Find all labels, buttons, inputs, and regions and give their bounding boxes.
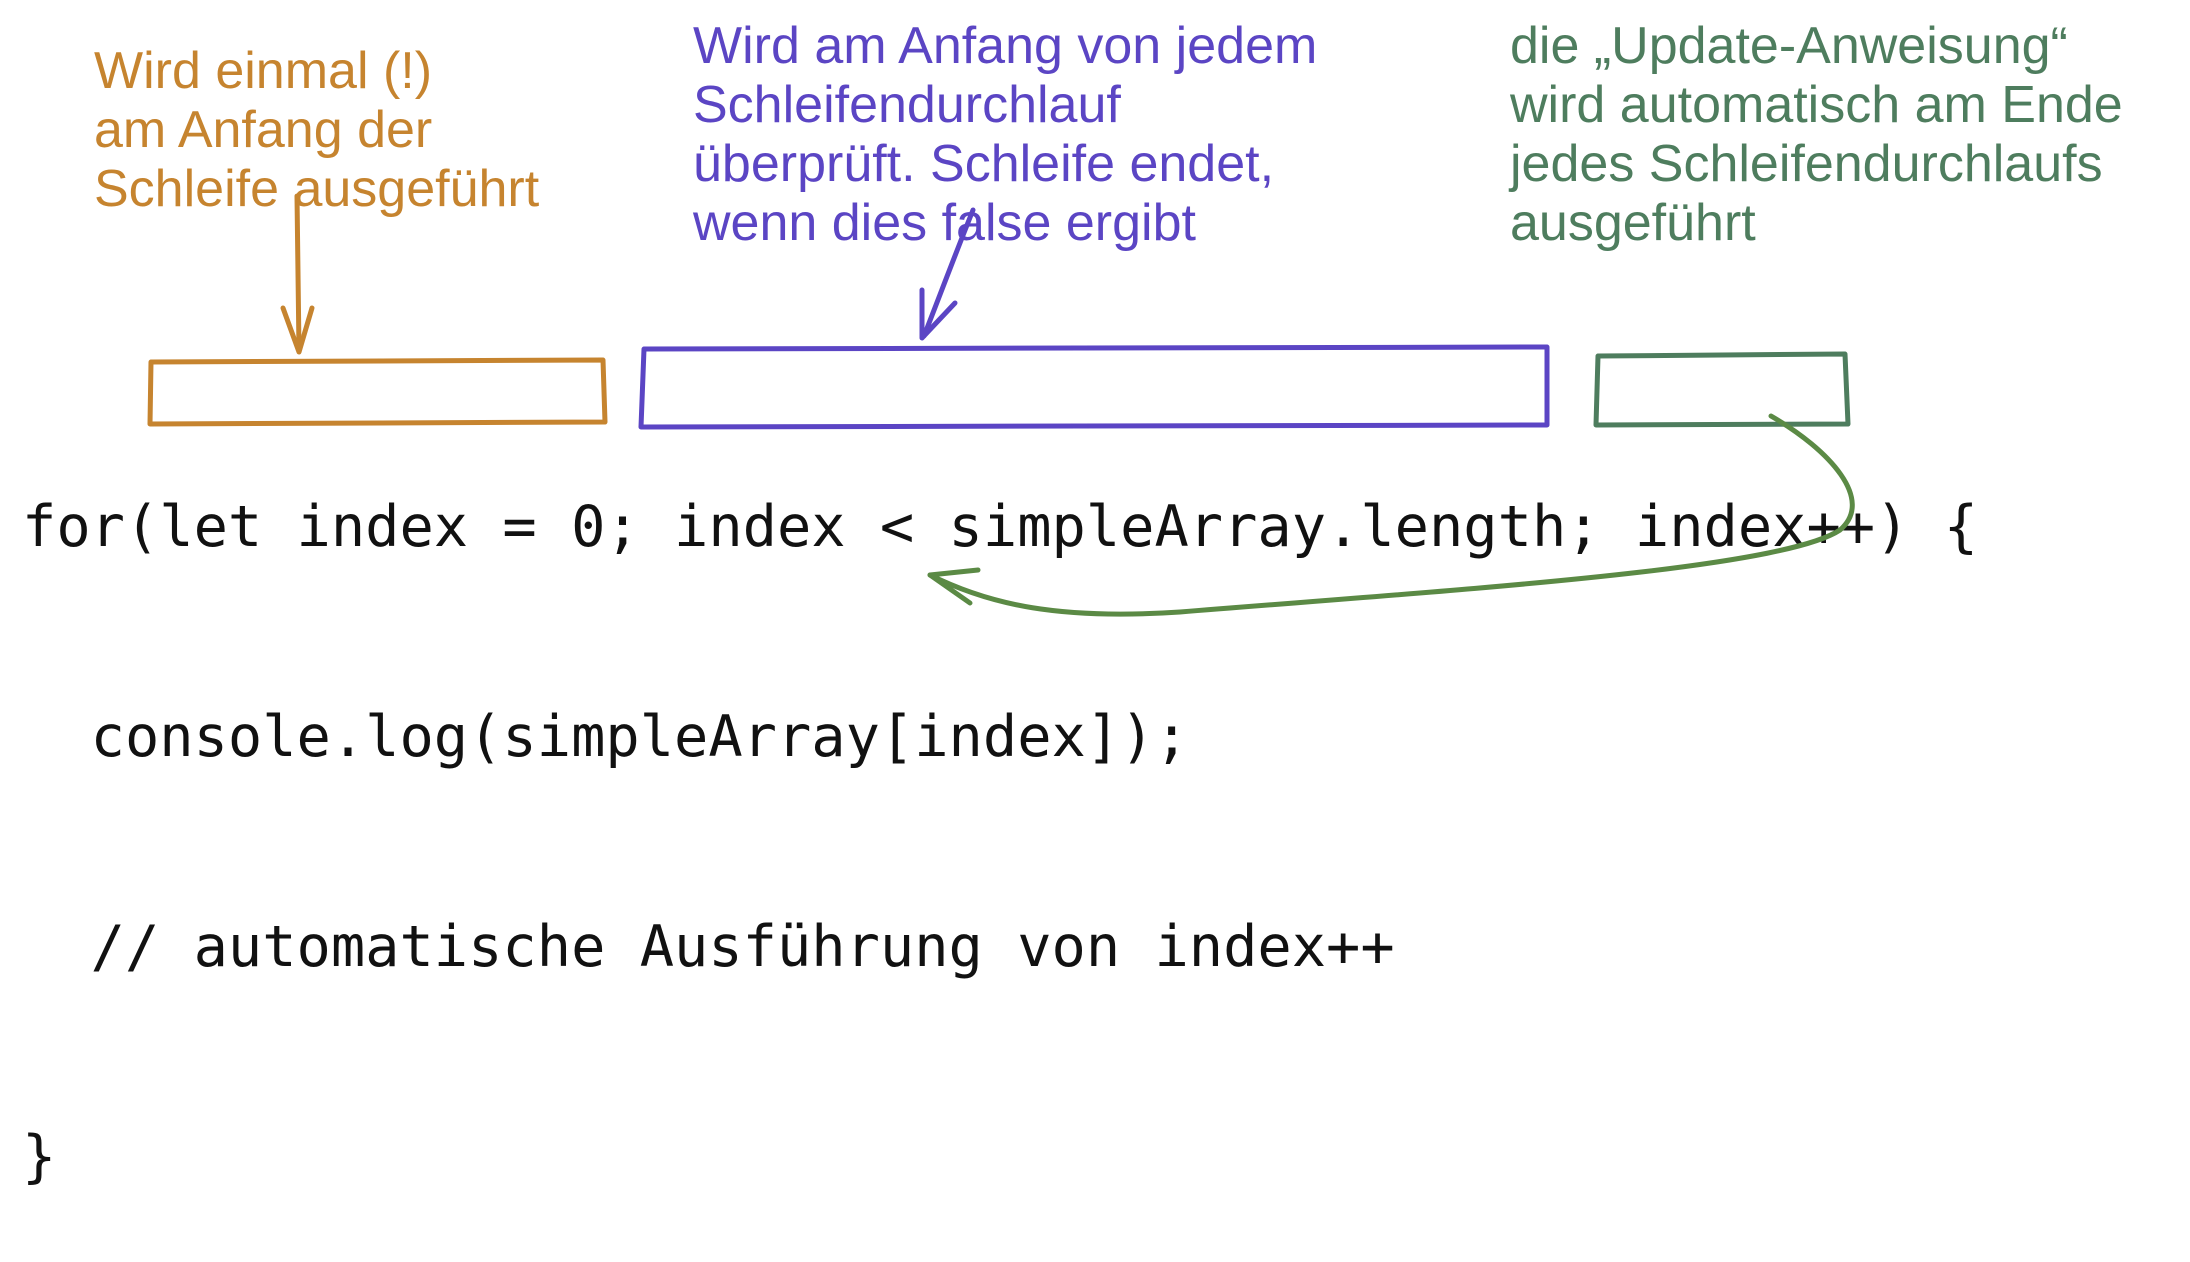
code-line-for: for(let index = 0; index < simpleArray.l… bbox=[22, 494, 1979, 560]
code-line-close-brace: } bbox=[22, 1124, 57, 1190]
init-annotation-line: am Anfang der bbox=[94, 101, 433, 159]
condition-annotation-line: Schleifendurchlauf bbox=[693, 76, 1121, 134]
init-arrow-head bbox=[280, 305, 315, 355]
update-annotation-line: wird automatisch am Ende bbox=[1510, 76, 2123, 134]
update-annotation-line: jedes Schleifendurchlaufs bbox=[1510, 135, 2103, 193]
condition-arrow-head bbox=[919, 287, 958, 341]
init-annotation-line: Schleife ausgeführt bbox=[94, 160, 540, 218]
condition-annotation-line: Wird am Anfang von jedem bbox=[693, 17, 1318, 75]
update-annotation-line: ausgeführt bbox=[1510, 194, 1756, 252]
code-block: for(let index = 0; index < simpleArray.l… bbox=[22, 352, 1978, 1262]
condition-annotation: Wird am Anfang von jedem Schleifendurchl… bbox=[693, 17, 1317, 253]
init-annotation: Wird einmal (!) am Anfang der Schleife a… bbox=[94, 42, 539, 219]
condition-annotation-line: wenn dies false ergibt bbox=[693, 194, 1196, 252]
code-line-comment: // automatische Ausführung von index++ bbox=[22, 914, 1395, 980]
init-arrow-shaft bbox=[294, 193, 302, 353]
init-annotation-line: Wird einmal (!) bbox=[94, 42, 433, 100]
condition-annotation-line: überprüft. Schleife endet, bbox=[693, 135, 1275, 193]
code-line-console-log: console.log(simpleArray[index]); bbox=[22, 704, 1189, 770]
update-annotation-line: die „Update-Anweisung“ bbox=[1510, 17, 2068, 75]
update-annotation: die „Update-Anweisung“ wird automatisch … bbox=[1510, 17, 2123, 253]
